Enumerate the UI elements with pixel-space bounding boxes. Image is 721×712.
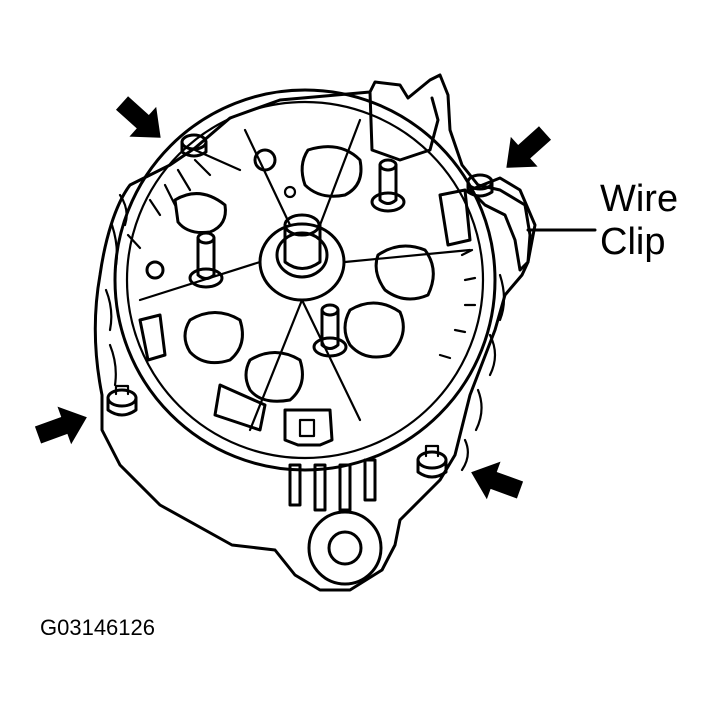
terminal-stud-right: [370, 158, 406, 213]
cooling-fins-left: [104, 193, 128, 387]
mounting-ear-outer: [307, 510, 383, 586]
top-bracket: [368, 90, 440, 162]
right-terminal-connector: [438, 188, 472, 247]
left-terminal-connector: [138, 313, 167, 362]
bold-arrow-icon: [115, 96, 161, 138]
vent-opening-5: [244, 351, 304, 403]
vent-opening-1: [300, 145, 363, 198]
terminal-stud-bottom: [312, 303, 348, 358]
callout-line-1: Wire: [600, 178, 679, 220]
wire-clip: [468, 176, 537, 272]
bold-arrow-icon: [34, 406, 87, 445]
bolt-bottom-left: [106, 384, 138, 417]
mount-hole-small: [283, 185, 297, 199]
mount-hole-left: [145, 260, 165, 280]
vent-opening-2: [374, 244, 435, 301]
vent-opening-7: [173, 192, 227, 234]
rim-slots-left: [126, 158, 212, 250]
bolt-top-right: [466, 173, 494, 198]
mounting-ear-inner: [327, 530, 363, 566]
cooling-fins-right: [460, 273, 506, 472]
wire-clip-callout: Wire Clip: [600, 178, 678, 264]
rear-cover-outer-ring: [113, 88, 497, 472]
plug-connector-pin: [298, 418, 316, 438]
rear-cover-inner-ring: [125, 100, 485, 460]
bold-arrow-icon: [471, 461, 524, 500]
center-shaft-collar: [275, 231, 329, 279]
bolt-top-left: [180, 133, 208, 158]
vent-opening-4: [183, 311, 244, 365]
bold-arrow-icon: [506, 126, 552, 168]
callout-line-2: Clip: [600, 221, 666, 263]
plug-connector: [283, 408, 334, 447]
center-shaft: [283, 223, 322, 270]
rear-housing-slots: [288, 458, 377, 512]
radial-ribs: [138, 118, 472, 432]
vent-opening-3: [343, 301, 405, 359]
vent-opening-6: [213, 383, 267, 432]
figure-id: G03146126: [40, 615, 155, 640]
bolt-bottom-right: [416, 444, 448, 479]
rim-slots-right: [438, 248, 477, 360]
